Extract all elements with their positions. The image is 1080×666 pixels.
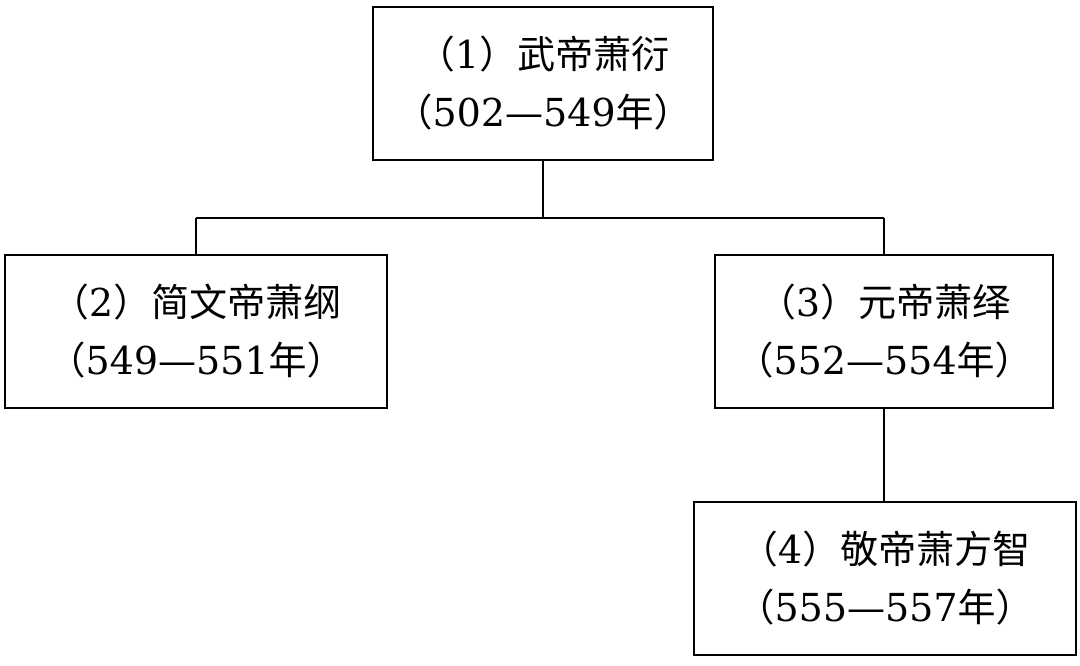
node-emperor-4: （4）敬帝萧方智 （555—557年）	[693, 501, 1077, 656]
node-years: （555—557年）	[736, 585, 1034, 630]
node-years: （502—549年）	[394, 90, 692, 135]
node-emperor-2: （2）简文帝萧纲 （549—551年）	[4, 254, 388, 409]
node-title: （2）简文帝萧纲	[50, 280, 342, 325]
node-emperor-1: （1）武帝萧衍 （502—549年）	[372, 6, 714, 161]
node-title: （4）敬帝萧方智	[739, 527, 1031, 572]
node-title: （1）武帝萧衍	[416, 32, 670, 77]
node-title: （3）元帝萧绎	[757, 280, 1011, 325]
node-years: （552—554年）	[735, 338, 1033, 383]
node-years: （549—551年）	[47, 338, 345, 383]
node-emperor-3: （3）元帝萧绎 （552—554年）	[714, 254, 1054, 409]
